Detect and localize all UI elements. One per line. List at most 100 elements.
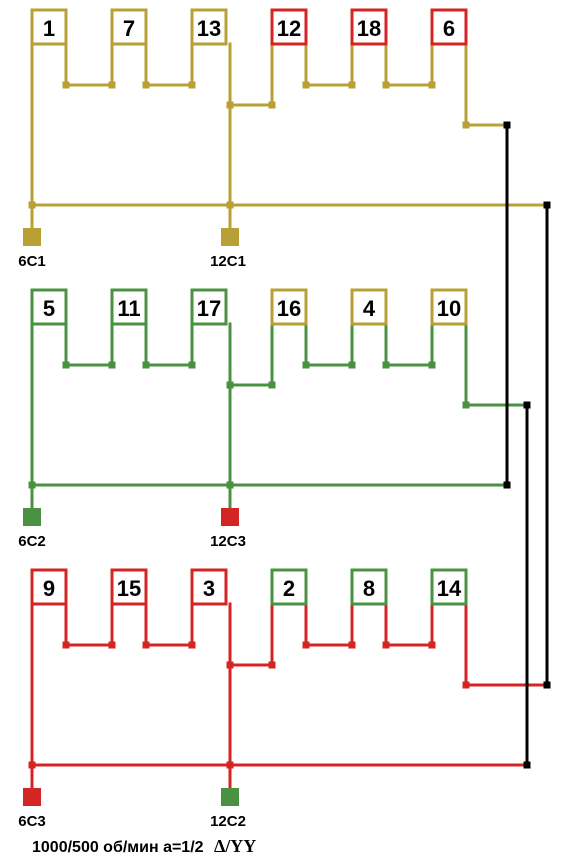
terminal-12C1 xyxy=(221,228,239,246)
coil-number: 16 xyxy=(277,296,301,321)
coil-box xyxy=(110,288,148,326)
coil-box xyxy=(350,288,388,326)
coil-number: 15 xyxy=(117,576,141,601)
black-junction-dot xyxy=(523,761,531,769)
black-junction-dot xyxy=(543,201,551,209)
terminal-label: 12C3 xyxy=(210,533,246,550)
coil-box xyxy=(430,568,468,606)
junction-dot xyxy=(268,661,276,669)
coil-number: 8 xyxy=(363,576,375,601)
coil-box xyxy=(190,8,228,46)
terminal-label: 12C2 xyxy=(210,813,246,830)
coil-box xyxy=(430,288,468,326)
coil-box xyxy=(430,8,468,46)
junction-dot xyxy=(62,81,70,89)
coil-17: 17 xyxy=(190,288,228,326)
coil-4: 4 xyxy=(350,288,388,326)
coil-box xyxy=(30,288,68,326)
coil-number: 13 xyxy=(197,16,221,41)
coil-box xyxy=(270,8,308,46)
coil-box xyxy=(190,568,228,606)
junction-dot xyxy=(382,81,390,89)
terminal-label: 6C2 xyxy=(18,533,46,550)
junction-dot xyxy=(108,81,116,89)
diagram-caption: 1000/500 об/мин a=1/2 Δ/YY xyxy=(32,836,256,857)
coil-5: 5 xyxy=(30,288,68,326)
coil-18: 18 xyxy=(350,8,388,46)
junction-dot xyxy=(302,361,310,369)
coil-16: 16 xyxy=(270,288,308,326)
black-junction-dot xyxy=(503,481,511,489)
wires-layer xyxy=(28,42,551,794)
coil-box xyxy=(270,568,308,606)
junction-dot xyxy=(142,81,150,89)
terminal-6C3 xyxy=(23,788,41,806)
coil-number: 14 xyxy=(437,576,462,601)
coil-number: 4 xyxy=(363,296,376,321)
coil-2: 2 xyxy=(270,568,308,606)
caption-text: 1000/500 об/мин a=1/2 xyxy=(32,839,204,856)
coil-number: 18 xyxy=(357,16,381,41)
terminals-layer: 6C1 12C1 6C2 12C3 6C3 12C2 xyxy=(18,228,246,830)
coil-box xyxy=(270,288,308,326)
junction-dot xyxy=(188,81,196,89)
coil-box xyxy=(350,8,388,46)
coil-number: 6 xyxy=(443,16,455,41)
junction-dot xyxy=(226,661,234,669)
coil-11: 11 xyxy=(110,288,148,326)
coil-number: 3 xyxy=(203,576,215,601)
coil-number: 5 xyxy=(43,296,55,321)
coil-14: 14 xyxy=(430,568,468,606)
terminal-label: 6C3 xyxy=(18,813,46,830)
coil-box xyxy=(190,288,228,326)
coil-number: 7 xyxy=(123,16,135,41)
junction-dot xyxy=(382,641,390,649)
coil-box xyxy=(110,8,148,46)
junction-dot xyxy=(268,101,276,109)
terminal-12C3 xyxy=(221,508,239,526)
junction-dot xyxy=(428,81,436,89)
coil-number: 12 xyxy=(277,16,301,41)
junction-dot xyxy=(348,641,356,649)
junction-dot xyxy=(428,641,436,649)
junction-dot xyxy=(108,361,116,369)
terminal-label: 6C1 xyxy=(18,253,46,270)
junction-dot xyxy=(142,361,150,369)
coil-number: 1 xyxy=(43,16,55,41)
coil-13: 13 xyxy=(190,8,228,46)
terminal-6C2 xyxy=(23,508,41,526)
terminal-label: 12C1 xyxy=(210,253,246,270)
coil-12: 12 xyxy=(270,8,308,46)
coil-7: 7 xyxy=(110,8,148,46)
black-junction-dot xyxy=(503,121,511,129)
junction-dot xyxy=(188,361,196,369)
junction-dot xyxy=(348,81,356,89)
coil-box xyxy=(110,568,148,606)
coil-number: 2 xyxy=(283,576,295,601)
connection-type: Δ/YY xyxy=(214,836,257,856)
coil-number: 10 xyxy=(437,296,461,321)
coil-3: 3 xyxy=(190,568,228,606)
junction-dot xyxy=(268,381,276,389)
junction-dot xyxy=(302,641,310,649)
junction-dot xyxy=(226,381,234,389)
black-junction-dot xyxy=(523,401,531,409)
junction-dot xyxy=(226,101,234,109)
junction-dot xyxy=(302,81,310,89)
junction-dot xyxy=(382,361,390,369)
junction-dot xyxy=(348,361,356,369)
coil-box xyxy=(30,8,68,46)
coil-6: 6 xyxy=(430,8,468,46)
coil-box xyxy=(350,568,388,606)
coil-number: 17 xyxy=(197,296,221,321)
junction-dot xyxy=(142,641,150,649)
junction-dot xyxy=(188,641,196,649)
terminal-6C1 xyxy=(23,228,41,246)
coil-10: 10 xyxy=(430,288,468,326)
coil-8: 8 xyxy=(350,568,388,606)
junction-dot xyxy=(108,641,116,649)
coil-1: 1 xyxy=(30,8,68,46)
coil-15: 15 xyxy=(110,568,148,606)
terminal-12C2 xyxy=(221,788,239,806)
